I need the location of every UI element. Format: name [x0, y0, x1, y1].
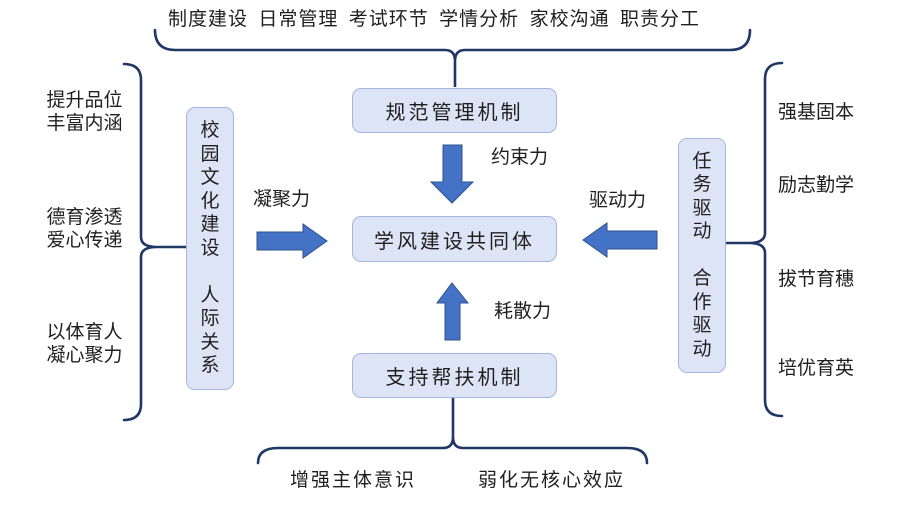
left-label-moral-education: 德育渗透 爱心传递: [46, 207, 123, 251]
cohesion-arrow-right: [256, 223, 328, 259]
top-label-duty-division: 职责分工: [619, 9, 700, 30]
top-label-exam-process: 考试环节: [348, 9, 429, 30]
box-management-mechanism: 规范管理机制: [352, 88, 557, 133]
right-label-nurture-excellence: 培优育英: [778, 358, 855, 379]
bottom-label-weaken-no-core-effect: 弱化无核心效应: [478, 470, 626, 491]
top-label-home-school-communication: 家校沟通: [529, 9, 610, 30]
cohesion-force-label: 凝聚力: [253, 189, 311, 210]
left-label-quality-connotation: 提升品位 丰富内涵: [46, 90, 123, 134]
bottom-label-subject-awareness: 增强主体意识: [290, 470, 417, 491]
constraint-force-label: 约束力: [491, 147, 549, 168]
drive-arrow-left: [582, 222, 658, 258]
constraint-arrow-down: [429, 144, 475, 204]
right-label-jointing-cultivation: 拔节育穗: [778, 269, 855, 290]
top-label-daily-management: 日常管理: [258, 9, 339, 30]
right-label-strengthen-foundation: 强基固本: [778, 102, 855, 123]
top-brace: [153, 28, 752, 62]
top-label-row: 制度建设 日常管理 考试环节 学情分析 家校沟通 职责分工: [168, 9, 700, 32]
top-label-system-building: 制度建设: [168, 9, 249, 30]
left-label-sports-education: 以体育人 凝心聚力: [46, 322, 123, 366]
dissipation-arrow-up: [436, 282, 470, 341]
box-learning-community: 学风建设共同体: [352, 216, 557, 262]
box-campus-culture-vertical: 校 园 文 化 建 设 人 际 关 系: [186, 107, 234, 390]
right-label-aspire-study: 励志勤学: [778, 175, 855, 196]
dissipation-force-label: 耗散力: [494, 301, 552, 322]
box-task-drive-vertical: 任 务 驱 动 合 作 驱 动: [678, 138, 726, 373]
box-support-mechanism: 支持帮扶机制: [352, 353, 557, 398]
top-label-learning-analysis: 学情分析: [439, 9, 520, 30]
drive-force-label: 驱动力: [589, 190, 647, 211]
bottom-brace: [256, 436, 649, 465]
